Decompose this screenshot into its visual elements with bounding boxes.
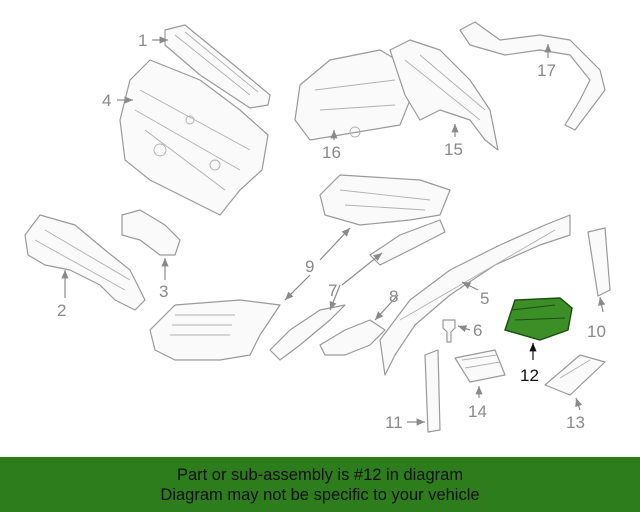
callout-3[interactable]: 3 xyxy=(159,282,168,301)
callout-labels: 1 2 3 4 5 6 7 8 9 10 11 12 13 14 15 16 1… xyxy=(57,31,606,432)
callout-13[interactable]: 13 xyxy=(566,413,585,432)
callout-1[interactable]: 1 xyxy=(138,31,147,50)
callout-9[interactable]: 9 xyxy=(305,257,314,276)
callout-15[interactable]: 15 xyxy=(444,140,463,159)
part-7-reinforcement xyxy=(269,304,346,361)
callout-8[interactable]: 8 xyxy=(389,287,398,306)
highlight-banner: Part or sub-assembly is #12 in diagram D… xyxy=(0,457,640,512)
part-2-side-member xyxy=(24,214,146,311)
part-11-post xyxy=(424,349,441,433)
callout-7[interactable]: 7 xyxy=(328,281,337,300)
banner-line-2: Diagram may not be specific to your vehi… xyxy=(160,485,480,504)
part-16-wheelhouse xyxy=(294,49,411,141)
part-cross-member xyxy=(369,219,446,266)
part-14-filter xyxy=(454,349,506,383)
callout-14[interactable]: 14 xyxy=(468,402,487,421)
part-10-bracket xyxy=(587,227,611,297)
part-12-module-highlighted[interactable] xyxy=(504,297,573,341)
part-17-seal-strip xyxy=(459,21,606,131)
part-9-cowl-cover xyxy=(319,174,451,226)
parts-diagram: 1 2 3 4 5 6 7 8 9 10 11 12 13 14 15 16 1… xyxy=(24,21,611,433)
part-5-pillar xyxy=(379,214,571,376)
banner-line-1: Part or sub-assembly is #12 in diagram xyxy=(176,465,464,484)
part-lower-cowl-panel xyxy=(149,299,281,361)
part-8-bracket xyxy=(319,319,386,356)
part-13-vent xyxy=(544,354,606,396)
part-6-clip xyxy=(442,319,456,343)
callout-6[interactable]: 6 xyxy=(473,321,482,340)
part-1-cowl-rail xyxy=(164,24,271,109)
callout-12[interactable]: 12 xyxy=(520,366,539,385)
leader-lines xyxy=(61,36,606,426)
part-15-wheelhouse-inner xyxy=(389,39,499,151)
part-4-dash-panel xyxy=(119,59,269,216)
callout-5[interactable]: 5 xyxy=(480,289,489,308)
callout-10[interactable]: 10 xyxy=(587,322,606,341)
callout-17[interactable]: 17 xyxy=(537,61,556,80)
part-3-bracket xyxy=(121,209,181,256)
callout-4[interactable]: 4 xyxy=(102,91,111,110)
callout-11[interactable]: 11 xyxy=(385,413,403,432)
callout-16[interactable]: 16 xyxy=(322,143,341,162)
callout-2[interactable]: 2 xyxy=(57,301,66,320)
